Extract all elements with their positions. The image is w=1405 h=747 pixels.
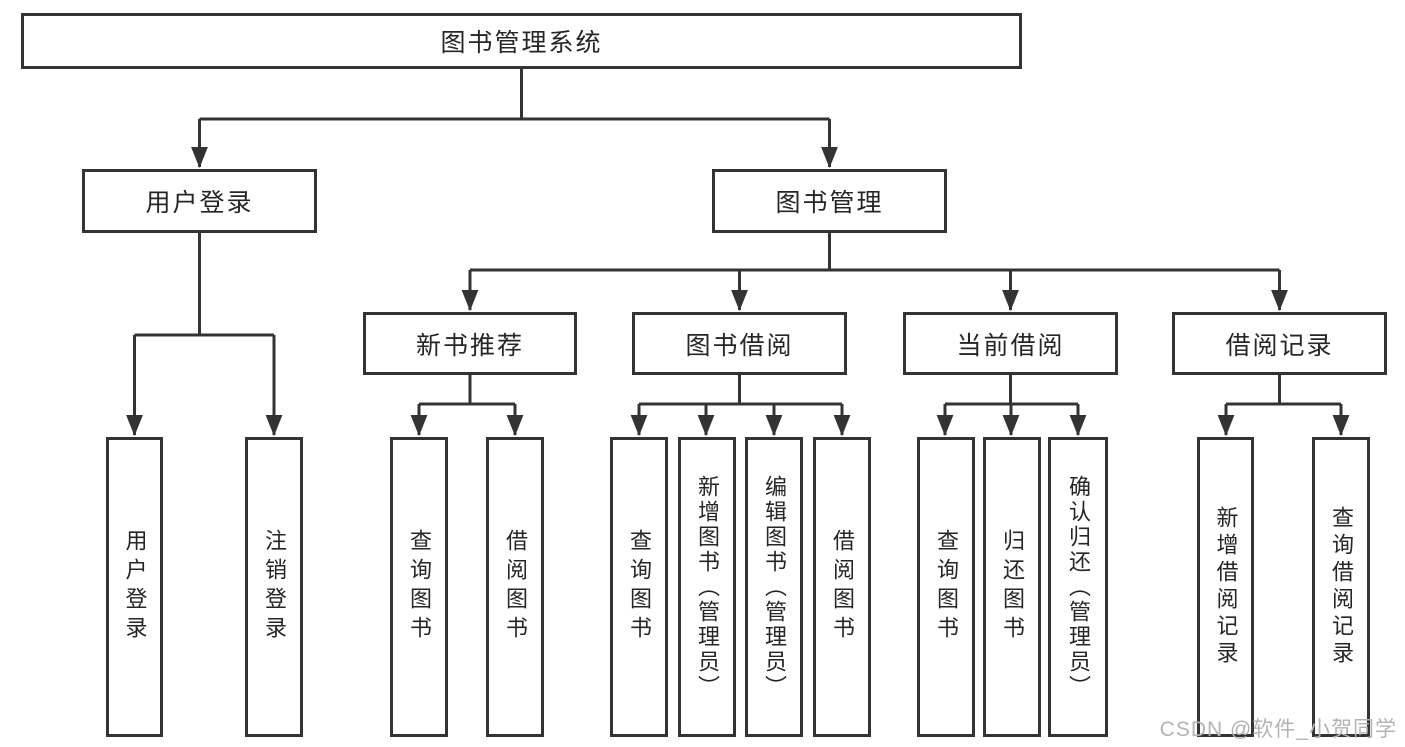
leaf-label: 查询图书 bbox=[934, 529, 959, 645]
node-user-login: 用户登录 bbox=[82, 169, 317, 233]
leaf-logout: 注销登录 bbox=[245, 437, 303, 737]
leaf-query-books-2: 查询图书 bbox=[610, 437, 668, 737]
leaf-label: 查询图书 bbox=[407, 529, 432, 645]
node-new-book-rec: 新书推荐 bbox=[363, 312, 577, 375]
leaf-label: 新增图书（管理员） bbox=[695, 474, 720, 700]
node-root: 图书管理系统 bbox=[21, 13, 1022, 69]
leaf-borrow-books-1: 借阅图书 bbox=[486, 437, 544, 737]
leaf-label: 归还图书 bbox=[1000, 529, 1025, 645]
leaf-confirm-return-admin: 确认归还（管理员） bbox=[1048, 437, 1108, 737]
node-borrow-records: 借阅记录 bbox=[1172, 312, 1387, 375]
leaf-return-book: 归还图书 bbox=[983, 437, 1041, 737]
leaf-label: 借阅图书 bbox=[830, 529, 855, 645]
leaf-edit-book-admin: 编辑图书（管理员） bbox=[745, 437, 803, 737]
leaf-borrow-books-2: 借阅图书 bbox=[813, 437, 871, 737]
leaf-label: 借阅图书 bbox=[503, 529, 528, 645]
node-book-mgmt: 图书管理 bbox=[712, 169, 947, 233]
leaf-label: 确认归还（管理员） bbox=[1066, 474, 1091, 700]
leaf-label: 用户登录 bbox=[122, 529, 148, 645]
leaf-label: 注销登录 bbox=[262, 529, 287, 645]
leaf-add-borrow-record: 新增借阅记录 bbox=[1197, 437, 1254, 737]
leaf-user-login: 用户登录 bbox=[106, 437, 163, 737]
leaf-add-book-admin: 新增图书（管理员） bbox=[678, 437, 736, 737]
leaf-label: 编辑图书（管理员） bbox=[762, 474, 787, 700]
leaf-query-books-1: 查询图书 bbox=[390, 437, 448, 737]
leaf-label: 新增借阅记录 bbox=[1213, 506, 1239, 668]
leaf-label: 查询借阅记录 bbox=[1329, 506, 1354, 668]
node-book-borrow: 图书借阅 bbox=[632, 312, 847, 375]
leaf-query-books-3: 查询图书 bbox=[917, 437, 975, 737]
node-current-borrow: 当前借阅 bbox=[903, 312, 1118, 375]
watermark: CSDN @软件_小贺同学 bbox=[1159, 718, 1397, 741]
leaf-label: 查询图书 bbox=[627, 529, 652, 645]
leaf-query-borrow-record: 查询借阅记录 bbox=[1312, 437, 1370, 737]
